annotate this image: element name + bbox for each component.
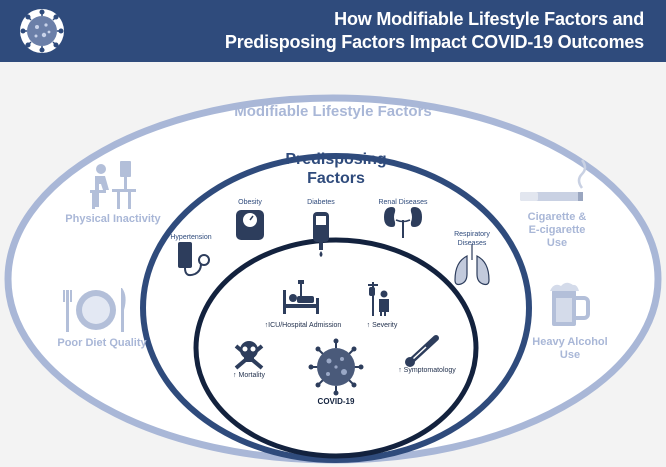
label-cigarette: Cigarette & E-cigarette Use	[512, 211, 602, 250]
plate-cutlery-icon	[63, 288, 126, 332]
iv-patient-icon	[368, 282, 389, 316]
label-alcohol: Heavy Alcohol Use	[520, 336, 620, 362]
label-renal: Renal Diseases	[378, 199, 428, 206]
middle-ring-title: Predisposing Factors	[236, 150, 436, 188]
kidneys-icon	[384, 207, 422, 238]
glucose-meter-icon	[313, 212, 329, 257]
label-obesity: Obesity	[238, 199, 262, 206]
middle-title-line-2: Factors	[307, 170, 365, 187]
inner-ring-title: COVID-19	[317, 397, 355, 406]
lungs-icon	[454, 244, 490, 286]
label-icu: ↑ICU/Hospital Admission	[264, 322, 342, 329]
outer-ring-title: Modifiable Lifestyle Factors	[234, 103, 432, 120]
label-severity: ↑ Severity	[366, 322, 398, 329]
covid-virus-icon	[20, 9, 64, 53]
blood-pressure-icon	[178, 242, 210, 277]
middle-title-line-1: Predisposing	[285, 151, 387, 168]
header-banner: How Modifiable Lifestyle Factors and Pre…	[0, 0, 666, 62]
title-line-1: How Modifiable Lifestyle Factors and	[334, 9, 644, 29]
scale-icon	[236, 210, 264, 240]
label-diabetes: Diabetes	[307, 199, 335, 206]
cigarette-icon	[520, 159, 587, 201]
thermometer-icon	[405, 335, 439, 367]
beer-mug-icon	[550, 282, 590, 326]
respiratory-line-1: Respiratory	[454, 231, 490, 238]
cigarette-line-1: Cigarette &	[527, 211, 587, 223]
label-hypertension: Hypertension	[170, 234, 212, 241]
cigarette-line-2: E-cigarette	[528, 224, 586, 236]
label-respiratory: Respiratory Diseases	[442, 230, 502, 248]
label-poor-diet: Poor Diet Quality	[57, 337, 147, 349]
skull-crossbones-icon	[234, 341, 264, 370]
nested-rings-diagram	[4, 94, 662, 464]
page-title: How Modifiable Lifestyle Factors and Pre…	[124, 8, 644, 54]
cigarette-line-3: Use	[546, 237, 568, 249]
label-physical-inactivity: Physical Inactivity	[65, 213, 161, 225]
desk-computer-icon	[90, 161, 136, 209]
alcohol-line-1: Heavy Alcohol	[532, 336, 608, 348]
hospital-bed-icon	[283, 280, 319, 314]
respiratory-line-2: Diseases	[457, 240, 487, 247]
title-line-2: Predisposing Factors Impact COVID-19 Out…	[224, 32, 644, 52]
alcohol-line-2: Use	[559, 349, 581, 361]
label-symptomatology: ↑ Symptomatology	[398, 367, 456, 374]
covid-virus-icon	[308, 338, 364, 396]
label-mortality: ↑ Mortality	[233, 372, 265, 379]
